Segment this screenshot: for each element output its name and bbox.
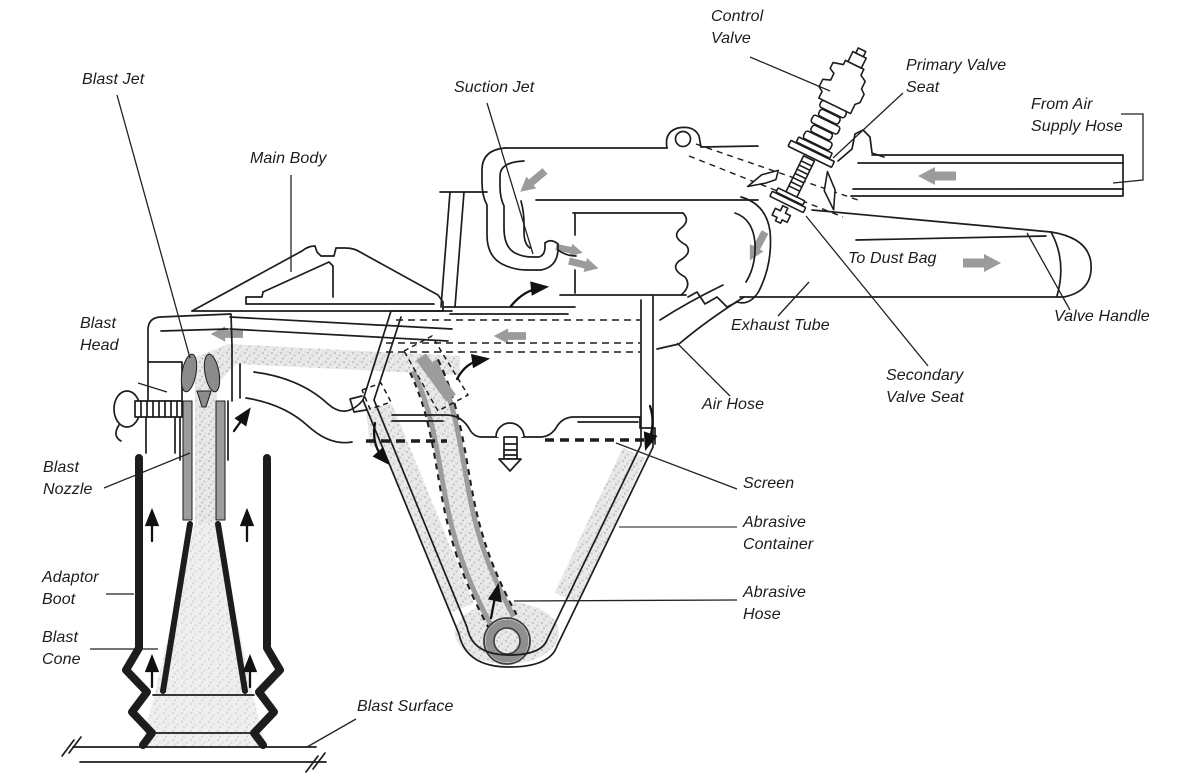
screen-outline bbox=[391, 414, 656, 472]
leader-primary-valve-seat bbox=[832, 92, 904, 159]
leader-air-hose bbox=[676, 342, 731, 397]
label-primary-valve-seat: Primary Valve Seat bbox=[906, 57, 1007, 96]
label-to-dust-bag: To Dust Bag bbox=[848, 250, 937, 267]
leader-control-valve bbox=[749, 56, 831, 92]
label-valve-handle: Valve Handle bbox=[1054, 308, 1150, 325]
suction-duct-outline bbox=[481, 126, 759, 271]
secondary-valve-seat-flange bbox=[769, 190, 807, 214]
air-supply-flow-arrow bbox=[918, 167, 956, 185]
label-adaptor-boot: Adaptor Boot bbox=[42, 569, 99, 608]
blast-head-outline bbox=[113, 313, 364, 521]
suction-jet-flow-arrow bbox=[515, 165, 550, 198]
label-abrasive-container: Abrasive Container bbox=[743, 514, 814, 553]
blast-surface-outline bbox=[61, 736, 327, 773]
leader-suction-jet bbox=[486, 102, 534, 255]
air-supply-hose-outline bbox=[837, 129, 1124, 197]
leader-blast-head bbox=[137, 382, 168, 393]
label-blast-nozzle: Blast Nozzle bbox=[43, 459, 93, 498]
valve-bonnet bbox=[817, 59, 866, 115]
valve-spring bbox=[802, 130, 833, 151]
label-blast-jet: Blast Jet bbox=[82, 71, 145, 88]
main-body-outline bbox=[191, 245, 453, 342]
leader-blast-jet bbox=[116, 94, 191, 359]
leader-from-air-supply-hose bbox=[1112, 113, 1144, 184]
dust-bag-flow-arrow bbox=[963, 254, 1001, 272]
label-secondary-valve-seat: Secondary Valve Seat bbox=[886, 367, 964, 406]
valve-stem-tip bbox=[771, 204, 792, 225]
label-blast-head: Blast Head bbox=[80, 315, 119, 354]
label-blast-cone: Blast Cone bbox=[42, 629, 81, 668]
label-abrasive-hose: Abrasive Hose bbox=[743, 584, 807, 623]
leader-exhaust-tube bbox=[777, 281, 810, 317]
leader-secondary-valve-seat bbox=[805, 215, 929, 367]
exhaust-flow-arrow bbox=[743, 228, 772, 265]
flow-arrows-black bbox=[145, 280, 657, 689]
leader-valve-handle bbox=[1026, 232, 1071, 311]
leader-blast-surface bbox=[306, 718, 357, 748]
label-screen: Screen bbox=[743, 475, 795, 492]
primary-valve-seat-flange bbox=[787, 139, 835, 168]
label-air-hose: Air Hose bbox=[702, 396, 765, 413]
mixing-chamber-flow-arrow-2 bbox=[567, 254, 601, 276]
label-exhaust-tube: Exhaust Tube bbox=[731, 317, 830, 334]
leader-screen bbox=[615, 442, 738, 490]
label-suction-jet: Suction Jet bbox=[454, 79, 535, 96]
leader-abrasive-hose bbox=[513, 599, 738, 602]
mixing-chamber-outline bbox=[439, 191, 690, 315]
label-from-air-supply-hose: From Air Supply Hose bbox=[1031, 96, 1123, 135]
control-valve-assembly bbox=[746, 47, 868, 225]
leader-lines bbox=[90, 56, 1144, 748]
label-control-valve: Control Valve bbox=[711, 8, 764, 47]
container-top-flow-arrow bbox=[493, 328, 526, 344]
leader-blast-nozzle bbox=[103, 452, 191, 489]
adaptor-boot-outline bbox=[122, 454, 284, 749]
label-main-body: Main Body bbox=[250, 150, 327, 167]
abrasive-hose-tube bbox=[361, 335, 531, 665]
label-blast-surface: Blast Surface bbox=[357, 698, 454, 715]
air-hose-outline bbox=[656, 284, 745, 350]
abrasive-stipple-fills bbox=[141, 344, 646, 746]
hidden-detail-dashes bbox=[366, 143, 859, 443]
